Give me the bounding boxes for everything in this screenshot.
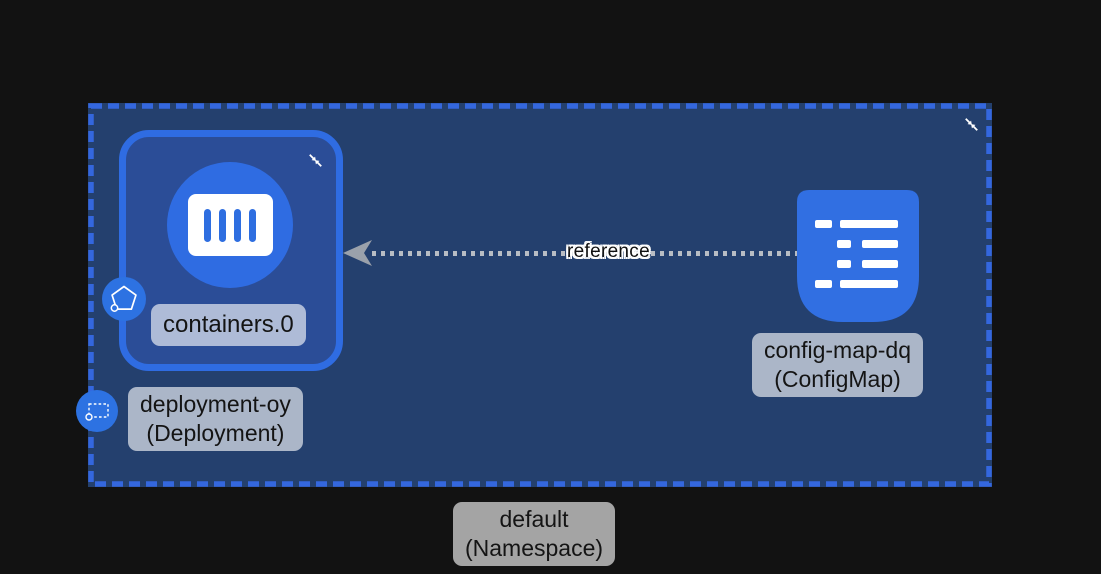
dashed-rect-badge-icon[interactable] [76,390,118,432]
reference-edge-label: reference [567,241,650,262]
container-node[interactable] [167,162,293,288]
namespace-label: default (Namespace) [453,502,616,566]
deployment-name: deployment-oy [140,391,291,417]
reference-edge-line [372,251,797,256]
container-label: containers.0 [151,304,306,346]
configmap-kind: (ConfigMap) [774,366,901,392]
configmap-node[interactable] [797,190,919,322]
arrowhead-left-icon [343,240,372,266]
deployment-label: deployment-oy (Deployment) [128,387,303,451]
configmap-name: config-map-dq [764,337,912,363]
namespace-group-default[interactable]: containers.0 deployment-oy (Deployment) [76,103,992,566]
collapse-icon[interactable] [963,116,980,133]
configmap-label: config-map-dq (ConfigMap) [752,333,924,397]
namespace-name: default [499,506,569,532]
collapse-icon[interactable] [307,152,324,169]
pentagon-badge-icon[interactable] [102,277,146,321]
namespace-kind: (Namespace) [465,535,604,561]
configmap-icon [797,190,919,322]
deployment-node[interactable]: containers.0 [119,130,343,371]
deployment-kind: (Deployment) [146,420,285,446]
container-icon [187,194,273,256]
container-label-text: containers.0 [163,311,294,338]
